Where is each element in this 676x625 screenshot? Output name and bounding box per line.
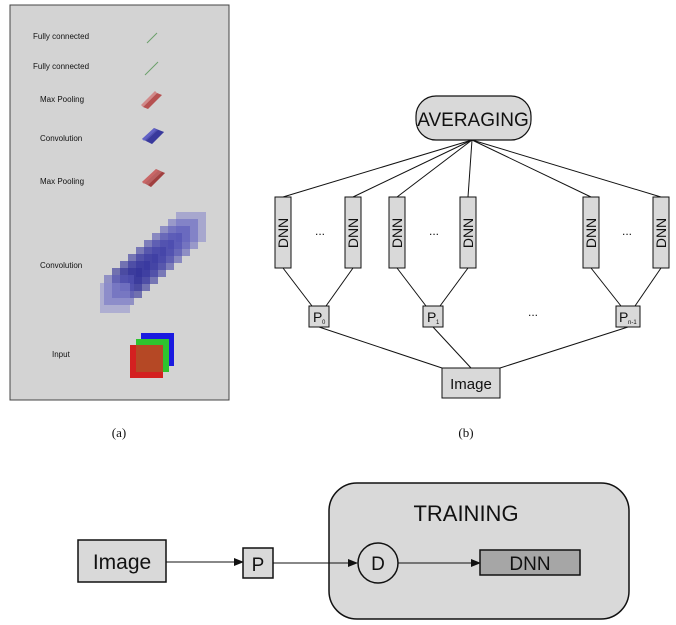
dnn-node: DNN [459,196,477,269]
image-label: Image [450,376,492,393]
panel-a: Fully connected Fully connected Max Pool… [9,4,230,440]
p-label: P [427,309,436,325]
p-label: P [252,555,265,576]
p-to-image-connectors [318,326,629,369]
dnn-node [479,549,581,576]
maxpool1-layer-glyph [141,91,162,109]
training-container [328,482,630,620]
dnn-label: DNN [653,218,669,248]
input-layer-glyph [130,333,174,378]
panel-c: TRAINING Image P D DNN [77,482,630,620]
averaging-connectors [282,139,662,198]
layer-label-input: Input [52,350,71,359]
dnn-node: DNN [388,196,406,269]
layer-label-fc1: Fully connected [33,32,89,41]
dnn-label: DNN [345,218,361,248]
image-node [77,539,167,583]
maxpool2-layer-glyph [142,169,165,187]
image-node [441,367,501,399]
fc1-layer-glyph [146,32,158,44]
caption-b: (b) [458,425,473,440]
caption-a: (a) [112,425,126,440]
d-label: D [371,554,385,575]
layer-label-maxpool1: Max Pooling [40,95,84,104]
p-subscript: 0 [322,320,326,326]
panel-a-background [9,4,230,401]
image-label: Image [93,551,151,574]
dnn-label: DNN [509,554,550,575]
p-node-0: P 0 [308,305,330,328]
averaging-label: AVERAGING [417,110,529,131]
dnn-node: DNN [274,196,292,269]
ellipsis: ... [622,224,632,238]
p-label: P [313,309,322,325]
fc2-layer-glyph [144,61,159,76]
dnn-node: DNN [582,196,600,269]
layer-label-maxpool2: Max Pooling [40,177,84,186]
p-node-1: P 1 [422,305,444,328]
conv2-layer-glyph [100,212,206,313]
layer-label-conv1: Convolution [40,134,82,143]
p-subscript: 1 [436,320,440,326]
conv1-layer-glyph [142,128,164,144]
layer-label-fc2: Fully connected [33,62,89,71]
ellipsis: ... [315,224,325,238]
dnn-to-p-connectors [282,267,662,307]
training-label: TRAINING [413,501,518,526]
dnn-label: DNN [389,218,405,248]
ellipsis: ... [429,224,439,238]
p-subscript: n-1 [628,320,637,326]
panel-b: AVERAGING DNN DNN DNN DNN DNN DNN ... ..… [274,95,670,440]
ellipsis: ... [528,305,538,319]
dnn-label: DNN [583,218,599,248]
p-node-n-1: P n-1 [615,305,641,328]
p-label: P [619,309,628,325]
dnn-node: DNN [652,196,670,269]
dnn-label: DNN [275,218,291,248]
layer-label-conv2: Convolution [40,261,82,270]
dnn-node: DNN [344,196,362,269]
averaging-node [415,95,532,141]
dnn-label: DNN [460,218,476,248]
